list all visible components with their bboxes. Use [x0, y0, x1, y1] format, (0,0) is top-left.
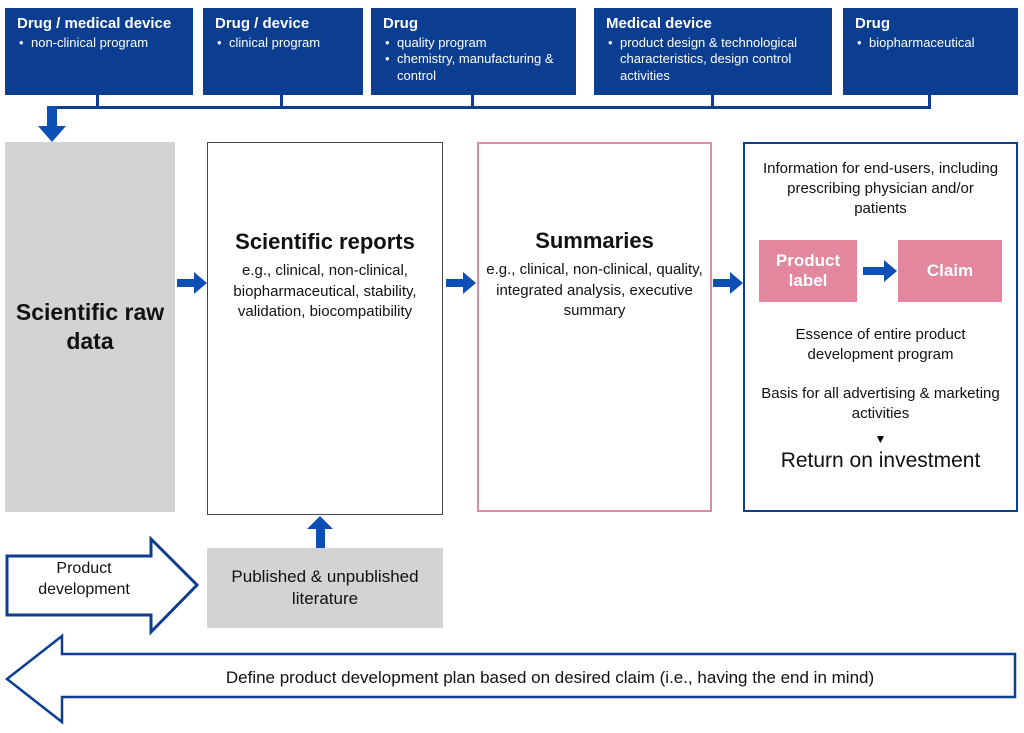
source-box-bullets: biopharmaceutical: [855, 35, 1008, 52]
product-label-box: Product label: [759, 239, 858, 302]
return-on-investment-text: Return on investment: [780, 448, 981, 472]
source-box-title: Drug: [383, 15, 418, 32]
bullet-item: clinical program: [215, 35, 353, 52]
source-box-drug-biopharma: Drug biopharmaceutical: [843, 8, 1018, 95]
box-body: e.g., clinical, non-clinical, biopharmac…: [233, 262, 417, 320]
scientific-reports-box: Scientific reports e.g., clinical, non-c…: [207, 142, 443, 515]
up-arrow-icon: [316, 528, 325, 548]
bullet-item: product design & technological character…: [606, 35, 822, 85]
summaries-box: Summaries e.g., clinical, non-clinical, …: [477, 142, 712, 512]
source-box-bullets: non-clinical program: [17, 35, 183, 52]
source-box-drug-quality: Drug quality program chemistry, manufact…: [371, 8, 576, 95]
right-arrow-icon: [446, 272, 476, 294]
box-body: e.g., clinical, non-clinical, quality, i…: [486, 261, 703, 319]
product-development-label: Product development: [38, 560, 130, 598]
bullet-item: biopharmaceutical: [855, 35, 1008, 52]
product-label-claim-row: Product label Claim: [759, 239, 1002, 302]
connector-stub: [471, 95, 474, 108]
bullet-item: chemistry, manufacturing & control: [383, 51, 566, 84]
source-box-title: Drug / device: [215, 15, 310, 32]
connector-line: [50, 106, 931, 109]
right-arrow-icon: [177, 272, 207, 294]
connector-stub: [928, 95, 931, 108]
bullet-item: non-clinical program: [17, 35, 183, 52]
define-plan-label: Define product development plan based on…: [225, 668, 875, 687]
product-development-arrow: [5, 536, 200, 636]
source-box-bullets: product design & technological character…: [606, 35, 822, 85]
right-arrow-icon: [713, 272, 743, 294]
claim-box: Claim: [898, 239, 1002, 302]
basis-text: Basis for all advertising & marketing ac…: [761, 384, 1000, 422]
source-box-title: Drug: [855, 15, 890, 32]
define-plan-arrow: [4, 633, 1017, 725]
source-box-bullets: clinical program: [215, 35, 353, 52]
down-triangle-icon: ▼: [874, 431, 887, 446]
source-box-bullets: quality program chemistry, manufacturing…: [383, 35, 566, 85]
end-user-panel: Information for end-users, including pre…: [743, 142, 1018, 512]
end-user-info-text: Information for end-users, including pre…: [762, 160, 999, 217]
box-title: Summaries: [535, 228, 654, 253]
source-box-medical-device: Medical device product design & technolo…: [594, 8, 832, 95]
box-title: Scientific raw data: [15, 299, 165, 354]
connector-stub: [711, 95, 714, 108]
box-title: Scientific reports: [235, 229, 415, 254]
literature-label: Published & unpublished literature: [231, 566, 419, 608]
source-box-drug-device: Drug / device clinical program: [203, 8, 363, 95]
essence-text: Essence of entire product development pr…: [795, 325, 966, 363]
connector-stub: [280, 95, 283, 108]
source-box-drug-medical-device: Drug / medical device non-clinical progr…: [5, 8, 193, 95]
down-arrow-icon: [38, 126, 66, 142]
bullet-item: quality program: [383, 35, 566, 52]
down-arrow-icon: [47, 106, 57, 127]
scientific-raw-data-box: Scientific raw data: [5, 142, 175, 512]
source-box-title: Drug / medical device: [17, 15, 172, 32]
source-box-title: Medical device: [606, 15, 712, 32]
up-arrow-icon: [307, 516, 333, 529]
right-arrow-icon: [863, 259, 898, 282]
literature-box: Published & unpublished literature: [207, 548, 443, 628]
connector-stub: [96, 95, 99, 108]
